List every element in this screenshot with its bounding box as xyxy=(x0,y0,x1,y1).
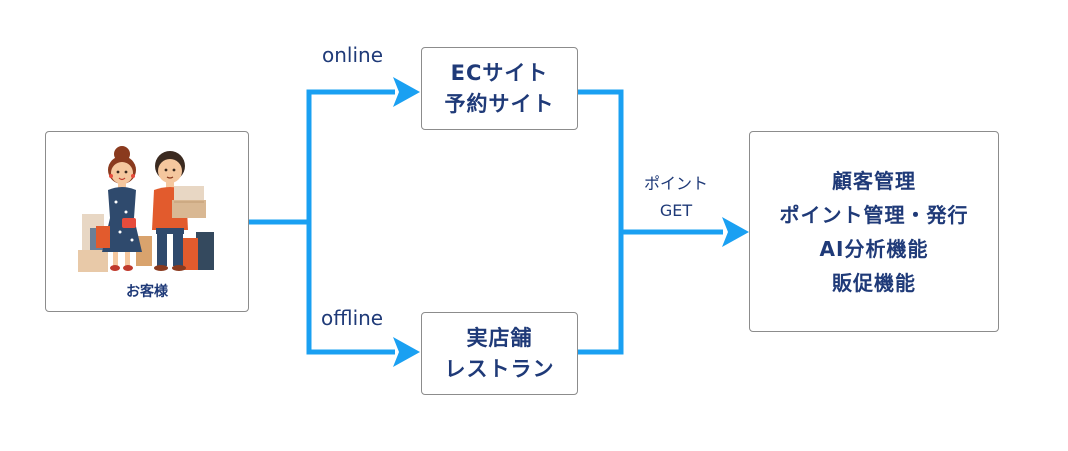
offline-arrowhead xyxy=(393,337,420,367)
ec-site-box: ECサイト 予約サイト xyxy=(421,47,578,130)
ec-to-crm-line xyxy=(578,89,624,232)
get-label: GET xyxy=(659,201,693,220)
online-arrowhead xyxy=(393,77,420,107)
physical-store-box: 実店舗 レストラン xyxy=(421,312,578,395)
offline-branch-line xyxy=(306,222,395,355)
reservation-site-label: 予約サイト xyxy=(444,91,555,116)
ai-analysis-label: AI分析機能 xyxy=(819,236,929,261)
shopping-couple-illustration xyxy=(78,146,214,272)
points-label: ポイント xyxy=(643,174,708,193)
customer-label: お客様 xyxy=(126,284,168,300)
point-management-label: ポイント管理・発行 xyxy=(779,202,969,227)
online-branch-line xyxy=(306,89,395,222)
customer-box: お客様 xyxy=(45,131,249,312)
crm-arrowhead xyxy=(722,217,749,247)
restaurant-label: レストラン xyxy=(444,356,555,381)
physical-store-label: 実店舗 xyxy=(466,325,533,350)
sales-promotion-label: 販促機能 xyxy=(832,270,916,295)
points-get-label: ポイント GET xyxy=(628,170,724,224)
online-label: online xyxy=(322,43,384,67)
offline-label: offline xyxy=(321,306,384,330)
customer-management-label: 顧客管理 xyxy=(832,168,916,193)
store-to-crm-line xyxy=(578,232,624,355)
crm-features-box: 顧客管理 ポイント管理・発行 AI分析機能 販促機能 xyxy=(749,131,999,332)
ec-site-label: ECサイト xyxy=(450,60,549,85)
